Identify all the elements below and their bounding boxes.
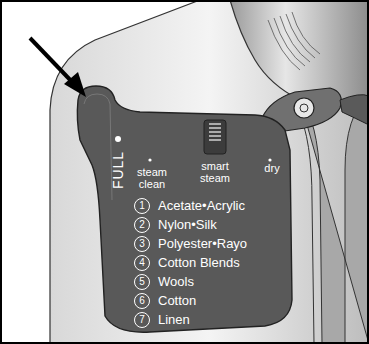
fabric-label: Nylon•Silk (158, 218, 217, 231)
setting-number-circle: 5 (134, 274, 150, 290)
fabric-label: Polyester•Rayo (158, 237, 247, 250)
setting-number-circle: 2 (134, 217, 150, 233)
setting-number: 6 (139, 296, 145, 306)
setting-number: 3 (139, 239, 145, 249)
setting-number: 1 (139, 201, 145, 211)
fabric-label: Cotton Blends (158, 256, 240, 269)
setting-number: 2 (139, 220, 145, 230)
setting-number-circle: 1 (134, 198, 150, 214)
setting-number: 4 (139, 258, 145, 268)
setting-number-circle: 7 (134, 312, 150, 328)
fabric-label: Linen (158, 313, 190, 326)
setting-number-circle: 3 (134, 236, 150, 252)
steam-setting-label: steam clean (132, 166, 172, 190)
steam-setting-label: dry (262, 162, 282, 174)
fabric-label: Cotton (158, 294, 196, 307)
steam-setting-label: smart steam (190, 160, 240, 184)
setting-number-circle: 4 (134, 255, 150, 271)
setting-number: 5 (139, 277, 145, 287)
setting-number: 7 (139, 315, 145, 325)
full-mark-label: FULL (111, 151, 125, 189)
fabric-label: Acetate•Acrylic (158, 199, 245, 212)
fabric-label: Wools (158, 275, 194, 288)
setting-number-circle: 6 (134, 293, 150, 309)
